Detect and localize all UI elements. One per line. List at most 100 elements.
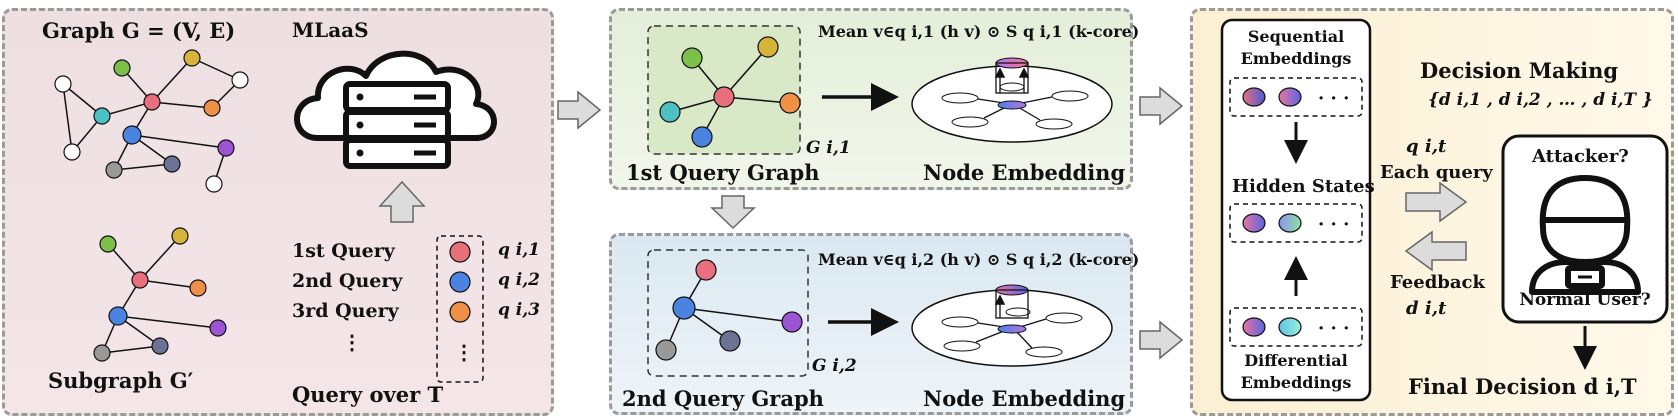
embedding-row-box (1229, 203, 1363, 243)
gray-arrow-right-icon (1139, 86, 1184, 126)
sequential-embeddings-label: Sequential Embeddings (1240, 27, 1352, 68)
query-dot (449, 271, 471, 293)
graph-node (779, 92, 801, 114)
graph-node (681, 47, 703, 69)
subgraph-nodes (93, 227, 227, 362)
hidden-ellipsis: · · · (1318, 214, 1350, 235)
query-var-1: q i,1 (498, 240, 541, 260)
graph-node (781, 311, 803, 333)
graph-node (655, 339, 677, 361)
graph-label-1: G i,1 (806, 138, 851, 158)
gray-arrow-right-icon (1405, 181, 1468, 223)
query-var-2: q i,2 (498, 270, 541, 290)
graph-node (105, 161, 123, 179)
graph-node (205, 175, 223, 193)
final-decision-label: Final Decision d i,T (1408, 374, 1637, 399)
graph-node (54, 75, 72, 93)
graph-node (99, 235, 117, 253)
query-var-3: q i,3 (498, 300, 541, 320)
graph-node (183, 49, 201, 67)
hooded-user-icon (1529, 175, 1641, 295)
subgraph-title: Subgraph G′ (48, 368, 194, 393)
decision-making-title: Decision Making (1420, 58, 1619, 83)
caption-query-graph-2: 2nd Query Graph (622, 386, 824, 411)
gray-arrow-left-icon (1404, 230, 1467, 272)
d-it-label: d i,t (1406, 298, 1447, 319)
cloud-server-icon (294, 50, 497, 169)
embedding-token (1278, 317, 1302, 337)
graph-node (131, 271, 149, 289)
query-dot (449, 301, 471, 323)
mlaas-label: MLaaS (292, 18, 369, 42)
graph-node (217, 139, 235, 157)
embedding-disk (911, 57, 1113, 143)
graph-label-2: G i,2 (812, 356, 857, 376)
hidden-state-token (1242, 213, 1266, 233)
embedding-token (1242, 317, 1266, 337)
caption-node-embedding-1: Node Embedding (923, 160, 1126, 185)
graph-node (63, 143, 81, 161)
attacker-label: Attacker? (1532, 146, 1629, 167)
user-classification-box (1501, 134, 1669, 324)
graph-node (691, 126, 713, 148)
query-over-label: Query over T (292, 382, 444, 407)
vdots-right: ⋮ (454, 340, 474, 364)
graph-node (189, 279, 207, 297)
graph-node (93, 344, 111, 362)
q-it-label: q i,t (1406, 136, 1447, 157)
graph-node (203, 99, 221, 117)
graph-node (757, 36, 779, 58)
graph-node (231, 71, 249, 89)
embedding-row-box (1229, 77, 1363, 117)
graph-node (171, 227, 189, 245)
graph-node (151, 337, 169, 355)
graph-node (122, 125, 142, 145)
formula-2: Mean v∈q i,2 (h v) ⊙ S q i,2 (k-core) (818, 250, 1140, 269)
query-graph-2-nodes (655, 259, 803, 361)
query-label-2: 2nd Query (292, 270, 403, 292)
each-query-label: Each query (1380, 162, 1493, 183)
gray-arrow-right-icon (1139, 320, 1184, 360)
hidden-states-label: Hidden States (1232, 176, 1375, 197)
sequence-model-box (1220, 18, 1372, 402)
query-graph-1-nodes (659, 36, 801, 148)
graph-node (113, 59, 131, 77)
caption-query-graph-1: 1st Query Graph (626, 160, 820, 185)
graph-node (713, 86, 735, 108)
graph-node (672, 296, 696, 320)
caption-node-embedding-2: Node Embedding (923, 386, 1126, 411)
diff-ellipsis: · · · (1318, 318, 1350, 339)
graph-node (719, 330, 741, 352)
query-dot (449, 241, 471, 263)
query-label-1: 1st Query (292, 240, 395, 262)
graph-node (163, 155, 181, 173)
embedding-token (1242, 87, 1266, 107)
feedback-label: Feedback (1390, 272, 1485, 293)
gray-arrow-down-icon (710, 195, 756, 230)
embedding-row-box (1229, 307, 1363, 347)
seq-ellipsis: · · · (1318, 88, 1350, 109)
decision-set: {d i,1 , d i,2 , … , d i,T } (1428, 90, 1653, 110)
full-graph-nodes (54, 49, 249, 193)
embedding-disk (911, 284, 1113, 367)
graph-node (108, 306, 128, 326)
graph-node (143, 93, 161, 111)
embedding-token (1278, 87, 1302, 107)
graph-node (659, 101, 681, 123)
vdots-left: ⋮ (342, 330, 362, 354)
graph-title: Graph G = (V, E) (42, 18, 236, 43)
graph-node (209, 319, 227, 337)
query-dots-box (436, 235, 484, 383)
query-up-arrow (378, 180, 426, 223)
formula-1: Mean v∈q i,1 (h v) ⊙ S q i,1 (k-core) (818, 22, 1140, 41)
query-label-3: 3rd Query (292, 300, 399, 322)
differential-embeddings-label: Differential Embeddings (1240, 351, 1352, 392)
hidden-state-token (1278, 213, 1302, 233)
gray-arrow-right-icon (557, 90, 602, 130)
graph-node (695, 259, 717, 281)
graph-node (93, 107, 111, 125)
query-graph-box (647, 249, 809, 377)
normal-user-label: Normal User? (1519, 290, 1651, 310)
full-graph (62, 57, 241, 185)
